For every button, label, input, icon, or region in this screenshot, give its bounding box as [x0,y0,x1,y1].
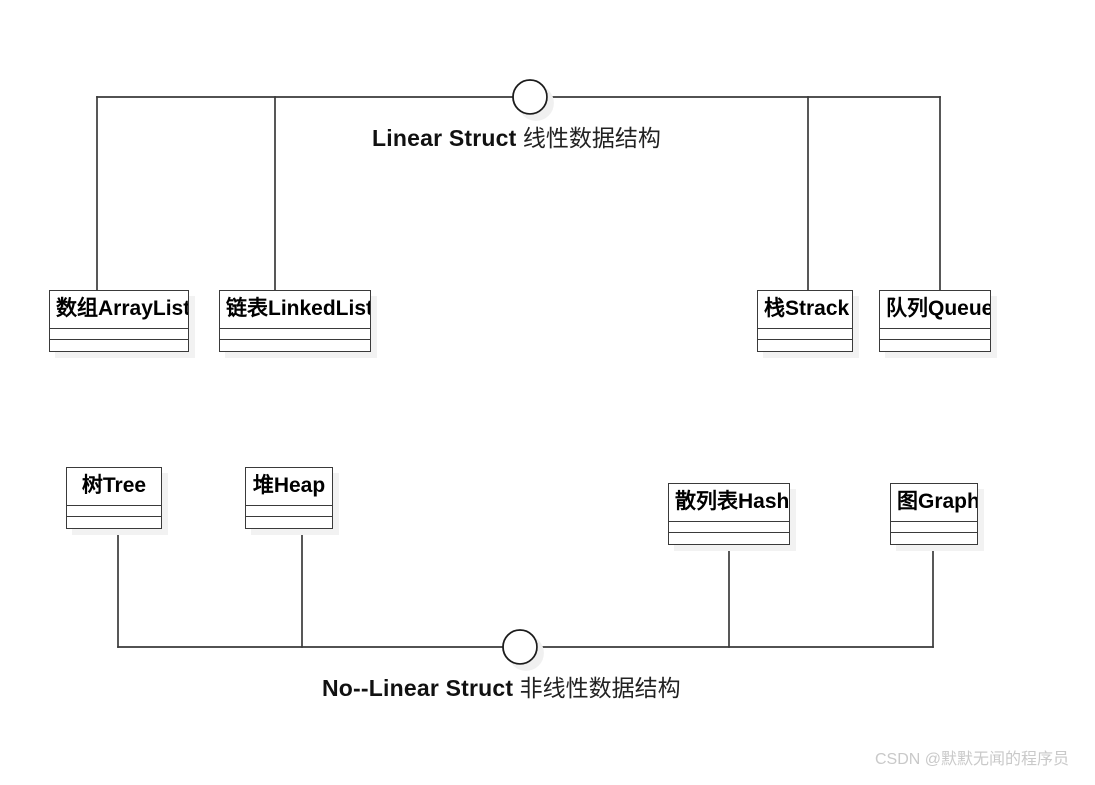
class-box-arraylist-operations [50,340,188,351]
class-box-linkedlist-operations [220,340,370,351]
linear-junction-circle [512,79,548,115]
class-box-heap-title: 堆Heap [246,468,332,506]
class-box-queue-en: Queue [928,297,990,320]
class-box-graph-title: 图Graph [891,484,977,522]
group-caption-nonlinear: No--Linear Struct 非线性数据结构 [322,669,681,703]
class-box-hash-operations [669,533,789,544]
class-box-queue-zh: 队列 [886,297,928,320]
class-box-heap-attributes [246,506,332,517]
group-caption-nonlinear-zh: 非线性数据结构 [519,675,681,701]
class-box-graph-en: Graph [918,490,977,513]
class-box-arraylist-zh: 数组 [56,297,98,320]
class-box-stack[interactable]: 栈Strack [757,290,853,352]
class-box-heap-operations [246,517,332,528]
class-box-queue-operations [880,340,990,351]
class-box-heap[interactable]: 堆Heap [245,467,333,529]
class-box-linkedlist-en: LinkedList [268,297,370,320]
class-box-graph-attributes [891,522,977,533]
class-box-tree-zh: 树 [81,474,103,497]
group-caption-linear-en: Linear Struct [372,125,517,151]
class-box-queue-attributes [880,329,990,340]
class-box-stack-operations [758,340,852,351]
class-box-stack-title: 栈Strack [758,291,852,329]
class-box-hash-zh: 散列表 [675,490,738,513]
class-box-hash-title: 散列表Hash [669,484,789,522]
group-caption-linear: Linear Struct 线性数据结构 [372,119,661,153]
class-box-hash-en: Hash [738,490,789,513]
class-box-heap-zh: 堆 [252,474,274,497]
class-box-queue-title: 队列Queue [880,291,990,329]
class-box-tree[interactable]: 树Tree [66,467,162,529]
class-box-tree-attributes [67,506,161,517]
class-box-tree-title: 树Tree [67,468,161,506]
group-caption-linear-zh: 线性数据结构 [522,125,661,151]
class-box-linkedlist[interactable]: 链表LinkedList [219,290,371,352]
group-caption-nonlinear-en: No--Linear Struct [322,675,514,701]
class-box-heap-en: Heap [273,474,326,497]
class-box-graph[interactable]: 图Graph [890,483,978,545]
class-box-arraylist-en: ArrayList [98,297,188,320]
class-box-tree-en: Tree [102,474,147,497]
class-box-linkedlist-zh: 链表 [226,297,268,320]
class-box-hash[interactable]: 散列表Hash [668,483,790,545]
class-box-stack-attributes [758,329,852,340]
class-box-arraylist-attributes [50,329,188,340]
class-box-queue[interactable]: 队列Queue [879,290,991,352]
class-box-tree-operations [67,517,161,528]
class-box-arraylist[interactable]: 数组ArrayList [49,290,189,352]
class-box-hash-attributes [669,522,789,533]
class-box-linkedlist-attributes [220,329,370,340]
class-box-stack-zh: 栈 [764,297,785,320]
class-box-graph-zh: 图 [897,490,918,513]
class-box-graph-operations [891,533,977,544]
csdn-watermark: CSDN @默默无闻的程序员 [874,751,1069,768]
class-box-stack-en: Strack [785,297,850,320]
class-box-linkedlist-title: 链表LinkedList [220,291,370,329]
nonlinear-junction-circle [502,629,538,665]
class-box-arraylist-title: 数组ArrayList [50,291,188,329]
